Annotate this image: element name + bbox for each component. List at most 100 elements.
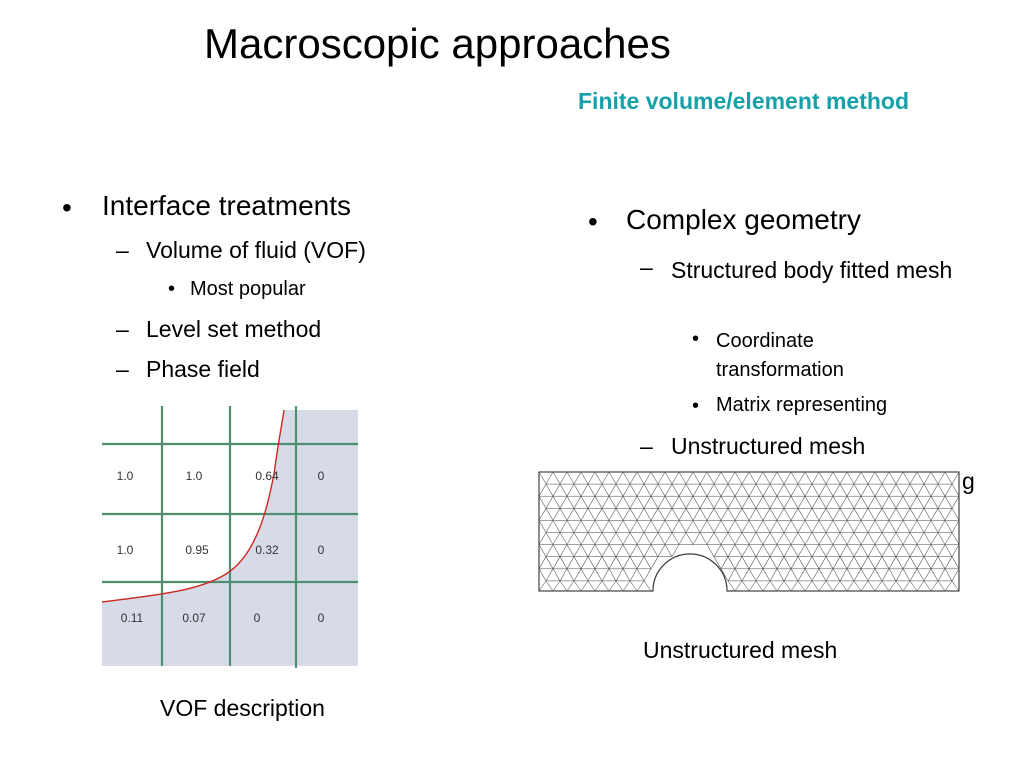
mesh-edge: [951, 471, 960, 485]
mesh-edge: [811, 508, 820, 521]
mesh-edge: [895, 508, 904, 521]
mesh-edge: [720, 544, 729, 557]
mesh-edge: [580, 483, 589, 497]
mesh-outline: [538, 471, 960, 592]
mesh-edge: [713, 508, 722, 521]
mesh-edge: [734, 496, 743, 509]
mesh-edge: [748, 568, 757, 582]
mesh-edge: [811, 520, 820, 533]
mesh-edge: [713, 471, 722, 485]
mesh-edge: [811, 483, 820, 497]
mesh-edge: [874, 580, 883, 592]
mesh-edge: [615, 556, 624, 569]
mesh-edge: [762, 483, 771, 497]
mesh-edge: [629, 544, 638, 557]
mesh-edge: [657, 520, 666, 533]
mesh-edge: [545, 568, 554, 582]
mesh-edge: [545, 508, 554, 521]
mesh-edge: [776, 520, 785, 533]
mesh-edge: [846, 471, 855, 485]
mesh-edge: [776, 471, 785, 485]
mesh-edge: [552, 496, 561, 509]
mesh-edge: [783, 544, 792, 557]
mesh-edge: [818, 532, 827, 545]
mesh-edge: [650, 471, 659, 485]
mesh-edge: [643, 544, 652, 557]
mesh-edge: [916, 496, 925, 509]
mesh-edge: [552, 556, 561, 569]
mesh-edge: [650, 483, 659, 497]
vof-cell-value: 0.11: [120, 611, 144, 625]
mesh-edge: [629, 508, 638, 521]
mesh-edge: [762, 496, 771, 509]
mesh-edge: [643, 483, 652, 497]
mesh-edge: [657, 471, 666, 485]
mesh-edge: [909, 483, 918, 497]
mesh-edge: [601, 471, 610, 485]
mesh-edge: [944, 568, 953, 582]
mesh-edge: [762, 568, 771, 582]
mesh-edge: [881, 556, 890, 569]
mesh-edge: [678, 508, 687, 521]
mesh-edge: [741, 520, 750, 533]
mesh-edge: [951, 483, 960, 497]
mesh-edge: [783, 532, 792, 545]
mesh-edge: [874, 471, 883, 485]
mesh-edge: [587, 508, 596, 521]
mesh-hole: [652, 553, 728, 592]
mesh-edge: [790, 508, 799, 521]
mesh-edge: [559, 568, 568, 582]
mesh-edge: [636, 471, 645, 485]
mesh-edge: [678, 532, 687, 545]
mesh-edge: [762, 508, 771, 521]
mesh-edge: [909, 471, 918, 485]
mesh-edge: [608, 580, 617, 592]
mesh-edge: [720, 471, 729, 485]
mesh-edge: [566, 483, 575, 497]
mesh-edge: [608, 532, 617, 545]
mesh-edge: [902, 471, 911, 485]
mesh-edge: [545, 544, 554, 557]
mesh-edge: [923, 483, 932, 497]
mesh-edge: [860, 520, 869, 533]
mesh-edge: [783, 556, 792, 569]
bullet-unstructured-mesh: Unstructured mesh: [671, 433, 866, 459]
mesh-edge: [622, 568, 631, 582]
mesh-edge: [580, 532, 589, 545]
mesh-edge: [573, 508, 582, 521]
mesh-edge: [783, 520, 792, 533]
mesh-edge: [636, 483, 645, 497]
mesh-edge: [678, 471, 687, 485]
mesh-edge: [692, 532, 701, 545]
mesh-edge: [601, 483, 610, 497]
mesh-edge: [538, 520, 547, 533]
mesh-edge: [881, 520, 890, 533]
mesh-edge: [545, 483, 554, 497]
bullet-dot: •: [692, 395, 700, 417]
mesh-edge: [671, 520, 680, 533]
mesh-edge: [790, 556, 799, 569]
mesh-edge: [629, 532, 638, 545]
mesh-edge: [755, 496, 764, 509]
mesh-edge: [895, 496, 904, 509]
mesh-edge: [755, 508, 764, 521]
mesh-edge: [888, 508, 897, 521]
mesh-edge: [678, 520, 687, 533]
bullet-matrix-representing: Matrix representing: [716, 394, 888, 416]
mesh-edge: [734, 483, 743, 497]
mesh-edge: [930, 580, 939, 592]
mesh-edge: [538, 496, 547, 509]
mesh-edge: [909, 556, 918, 569]
mesh-edge: [538, 544, 547, 557]
mesh-edge: [748, 532, 757, 545]
mesh-edge: [909, 508, 918, 521]
mesh-edge: [587, 496, 596, 509]
mesh-edge: [650, 532, 659, 545]
vof-cell-value: 0: [317, 469, 325, 483]
mesh-edge: [888, 532, 897, 545]
mesh-edge: [832, 471, 841, 485]
mesh-edge: [853, 483, 862, 497]
mesh-edge: [769, 532, 778, 545]
mesh-edge: [867, 580, 876, 592]
bullet-vof: Volume of fluid (VOF): [146, 237, 366, 263]
